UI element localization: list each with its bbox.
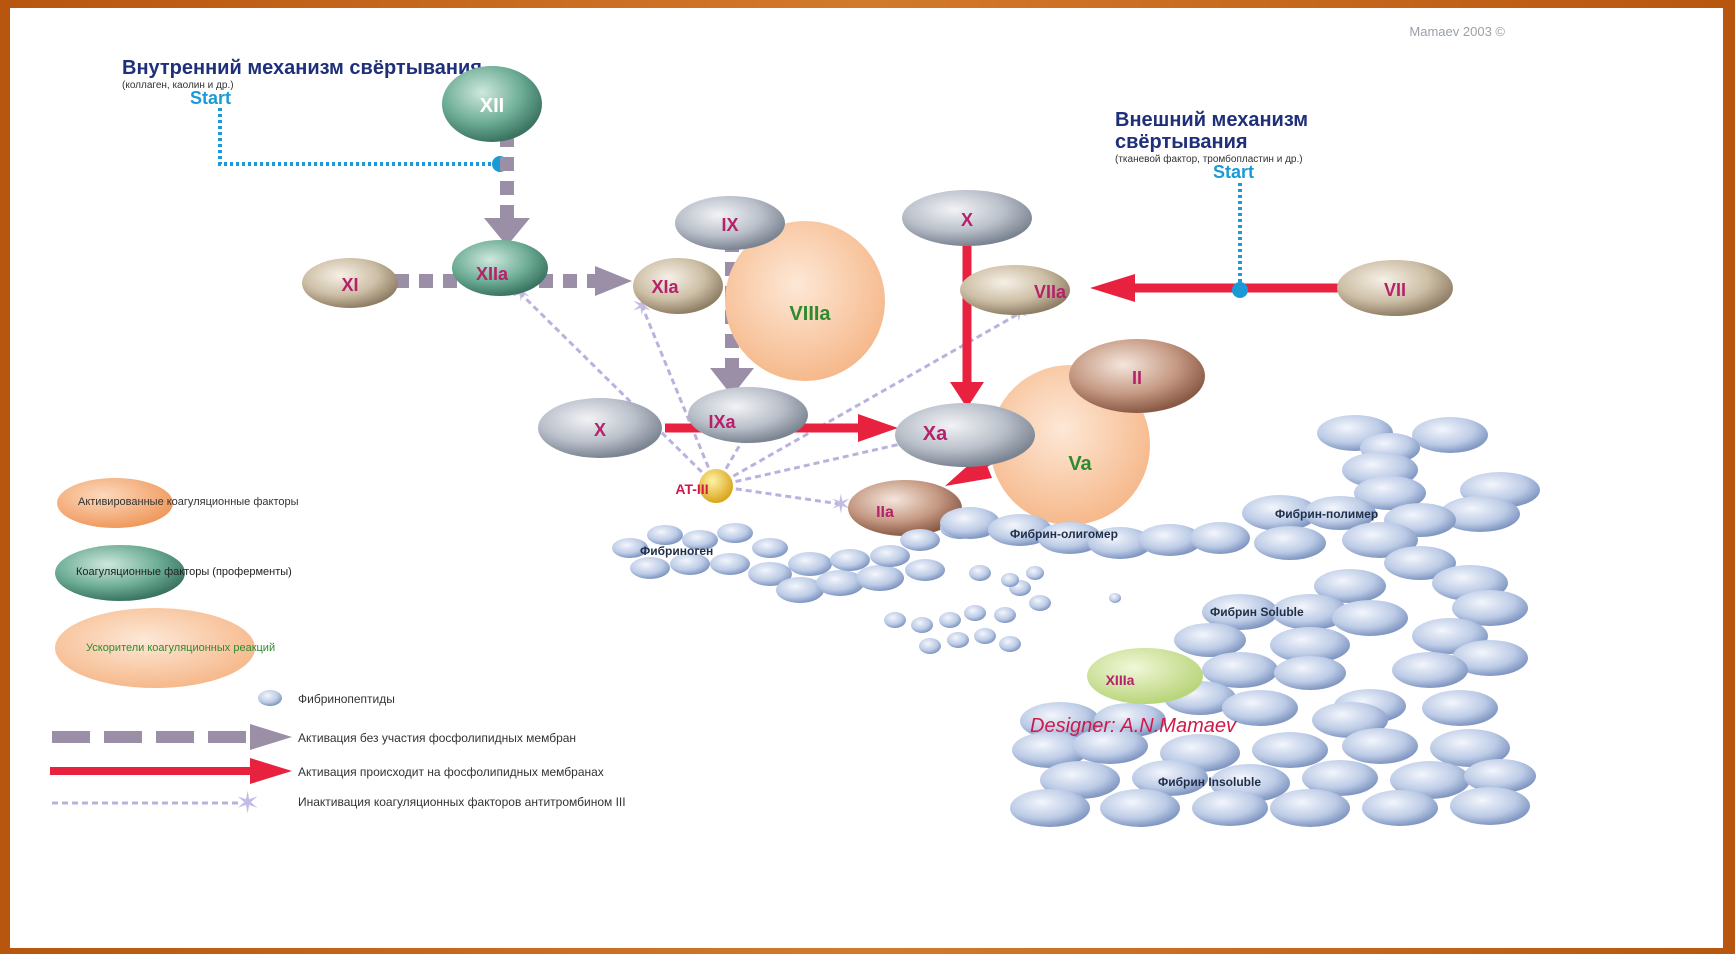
extrinsic-start: Start [1213,162,1254,182]
extrinsic-subtitle: (тканевой фактор, тромбопластин и др.) [1115,153,1303,165]
extrinsic-title-line1: Внешний механизм [1115,109,1308,131]
legend-accelerators-swatch [55,608,255,688]
legend-solid-arrow [50,758,292,784]
factor-IXa-label: IXa [708,412,736,432]
factor-VIIIa-label: VIIIa [789,303,831,325]
fibrin-soluble-label: Фибрин Soluble [1210,605,1304,619]
factor-XIIIa-node [1087,648,1203,704]
factor-XIIa-node [452,240,548,296]
legend-activated-text: Активированные коагуляционные факторы [78,496,299,508]
legend-activated-swatch [57,478,173,528]
factor-IXa-node [688,387,808,443]
factor-IIa-label: IIa [876,504,894,521]
extrinsic-junction-dot [1232,282,1248,298]
intrinsic-start-line [218,108,500,166]
slide: Mamaev 2003 © Внутренний механизм свёрты… [10,8,1723,948]
factor-X-left-label: X [594,420,606,440]
ATIII-node [699,469,733,503]
fibrinogen-label: Фибриноген [640,544,713,558]
legend-accelerators-text: Ускорители коагуляционных реакций [86,642,275,654]
legend-proenzymes-swatch [55,545,185,601]
svg-text:✶: ✶ [235,787,260,820]
fibrin-polymer-network [1010,415,1540,827]
factor-VIIa-label: VIIa [1034,282,1067,302]
factor-X-top-label: X [961,210,973,230]
factor-IIa-node [848,480,962,536]
intrinsic-start: Start [190,88,231,108]
intrinsic-title: Внутренний механизм свёртывания [122,57,482,79]
legend-inactivation-line: ✶ [52,787,260,820]
legend-dashed-arrow [52,724,292,750]
fibrin-oligomer-label: Фибрин-олигомер [1010,527,1118,541]
extrinsic-title-line2: свёртывания [1115,131,1248,153]
intrinsic-subtitle: (коллаген, каолин и др.) [122,80,234,91]
fibrin-polymer-label: Фибрин-полимер [1275,507,1378,521]
factor-Xa-label: Xa [923,423,948,445]
legend-solid-text: Активация происходит на фосфолипидных ме… [298,765,604,779]
factor-IX-label: IX [721,215,738,235]
fibrin-oligomer-chain [940,507,1250,559]
factor-XII-node [442,66,542,142]
fibrinogen-cluster [612,517,980,603]
factor-XIa-node [633,258,723,314]
factor-VIIIa-node [725,221,885,381]
legend-fibrinopeptides-text: Фибринопептиды [298,692,395,706]
factor-XI-node [302,258,398,308]
factor-XIa-label: XIa [651,277,679,297]
fibrin-insoluble-label: Фибрин Insoluble [1158,775,1261,789]
factor-Va-label: Va [1068,453,1092,475]
factor-IX-node [675,196,785,250]
factor-XII-label: XII [480,95,504,117]
factor-X-left-node [538,398,662,458]
legend-inactivation-text: Инактивация коагуляционных факторов анти… [298,795,626,809]
dashed-arrow-heads [484,218,754,396]
legend-fibrinopeptide-swatch [258,690,282,706]
copyright-text: Mamaev 2003 © [1409,24,1505,39]
factor-II-label: II [1132,368,1142,388]
factor-VII-node [1337,260,1453,316]
factor-II-node [1069,339,1205,413]
factor-XI-label: XI [341,275,358,295]
factor-XIIa-label: XIIa [476,264,509,284]
fibrinopeptide-scatter [884,565,1121,654]
svg-text:✶: ✶ [830,489,852,519]
coagulation-diagram: Mamaev 2003 © Внутренний механизм свёрты… [50,24,1540,827]
factor-VIIa-node [960,265,1070,315]
legend-dashed-text: Активация без участия фосфолипидных мемб… [298,731,576,745]
factor-Xa-node [895,403,1035,467]
factor-XIIIa-label: XIIIa [1106,672,1135,688]
factor-VII-label: VII [1384,280,1406,300]
legend-proenzymes-text: Коагуляционные факторы (проферменты) [76,566,292,578]
ATIII-label: AT-III [675,481,708,497]
factor-X-top-node [902,190,1032,246]
designer-credit: Designer: A.N.Mamaev [1030,715,1237,737]
